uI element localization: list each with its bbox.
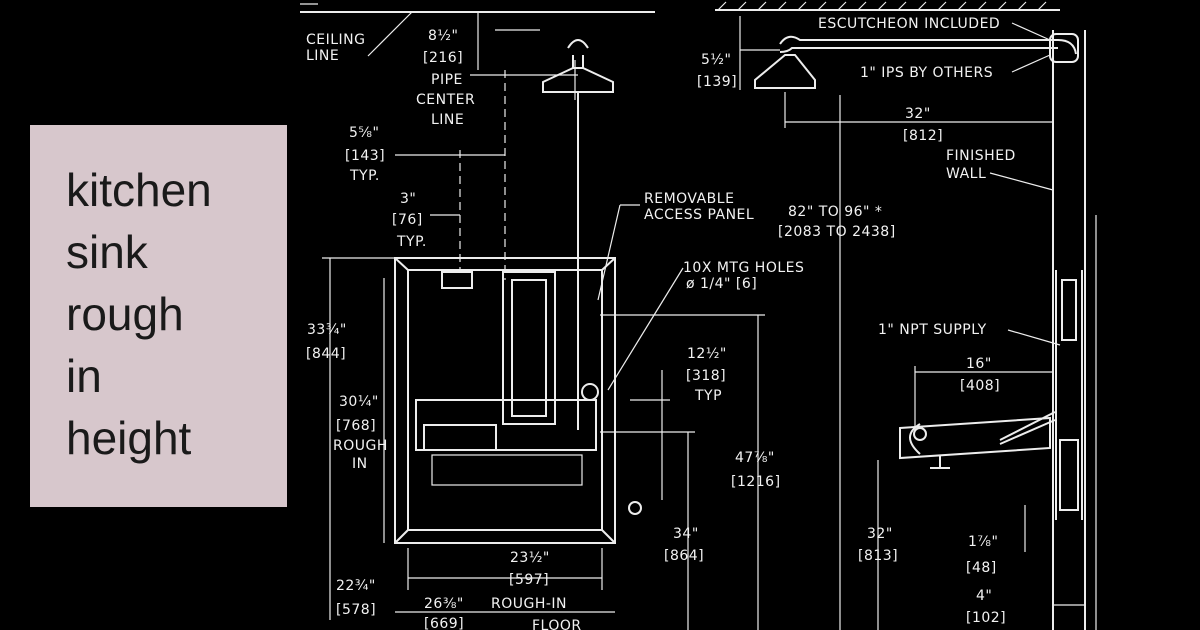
label-ips: 1" IPS BY OTHERS: [860, 65, 993, 81]
label-holes-2: ø 1/4" [6]: [686, 276, 757, 292]
label-dim-216: [216]: [423, 50, 463, 66]
label-dim-12-5: 12½": [687, 346, 727, 362]
label-dim-597: [597]: [509, 572, 549, 588]
label-holes-1: 10X MTG HOLES: [683, 260, 804, 276]
label-typ-2: TYP.: [396, 234, 427, 250]
dimension-labels: CEILING LINE 8½" [216] PIPE CENTER LINE …: [306, 16, 1016, 630]
title-line: kitchen: [66, 164, 212, 216]
title-line: in: [66, 350, 102, 402]
label-dim-5-58: 5⅝": [349, 125, 379, 141]
label-typ-1: TYP.: [349, 168, 380, 184]
label-dim-102: [102]: [966, 610, 1006, 626]
label-dim-8-5: 8½": [428, 28, 458, 44]
label-dim-1216: [1216]: [731, 474, 781, 490]
label-dim-318: [318]: [686, 368, 726, 384]
label-dim-844: [844]: [306, 346, 346, 362]
label-dim-813: [813]: [858, 548, 898, 564]
label-dim-768: [768]: [336, 418, 376, 434]
title-line: height: [66, 412, 192, 464]
label-dim-669: [669]: [424, 616, 464, 630]
label-dim-26-38: 26⅜": [424, 596, 464, 612]
label-rough-2: IN: [352, 456, 368, 472]
label-dim-34: 34": [673, 526, 699, 542]
label-dim-139: [139]: [697, 74, 737, 90]
label-pipe-3: LINE: [431, 112, 464, 128]
label-escutcheon: ESCUTCHEON INCLUDED: [818, 16, 1000, 32]
title-card: kitchen sink rough in height: [30, 125, 287, 507]
label-npt: 1" NPT SUPPLY: [878, 322, 987, 338]
label-panel-2: ACCESS PANEL: [644, 207, 754, 223]
label-dim-47-78: 47⅞": [735, 450, 775, 466]
label-dim-16: 16": [966, 356, 992, 372]
label-dim-30-14: 30¼": [339, 394, 379, 410]
label-range-1: 82" TO 96" *: [788, 204, 882, 220]
label-roughin: ROUGH-IN: [491, 596, 567, 612]
label-dim-32b: 32": [867, 526, 893, 542]
label-ceiling-2: LINE: [306, 48, 339, 64]
title-line: sink: [66, 226, 148, 278]
label-dim-578: [578]: [336, 602, 376, 618]
label-dim-32: 32": [905, 106, 931, 122]
dimension-lines: [322, 11, 1085, 630]
label-floor: FLOOR: [532, 618, 582, 630]
label-pipe-1: PIPE: [431, 72, 463, 88]
label-pipe-2: CENTER: [416, 92, 475, 108]
shower-head-side: [754, 33, 1079, 89]
title-line: rough: [66, 288, 184, 340]
label-dim-76: [76]: [392, 212, 423, 228]
label-dim-408: [408]: [960, 378, 1000, 394]
label-finished-1: FINISHED: [946, 148, 1016, 164]
label-dim-48: [48]: [966, 560, 997, 576]
label-panel-1: REMOVABLE: [644, 191, 734, 207]
shower-head-front: [542, 39, 614, 430]
label-dim-23-5: 23½": [510, 550, 550, 566]
label-dim-22-34: 22¾": [336, 578, 376, 594]
label-dim-3: 3": [400, 191, 416, 207]
label-dim-812: [812]: [903, 128, 943, 144]
front-elevation: [394, 70, 642, 544]
finished-wall: [1052, 30, 1097, 630]
label-finished-2: WALL: [946, 166, 986, 182]
ceiling-line: [300, 1, 1060, 13]
label-range-2: [2083 TO 2438]: [778, 224, 896, 240]
side-elevation: [899, 411, 1056, 469]
label-typ-3: TYP: [694, 388, 722, 404]
label-dim-143: [143]: [345, 148, 385, 164]
label-dim-864: [864]: [664, 548, 704, 564]
label-rough-1: ROUGH: [333, 438, 388, 454]
label-dim-5-5: 5½": [701, 52, 731, 68]
label-dim-4: 4": [976, 588, 992, 604]
label-dim-33-34: 33¾": [307, 322, 347, 338]
label-ceiling-1: CEILING: [306, 32, 366, 48]
label-dim-1-78: 1⅞": [968, 534, 998, 550]
